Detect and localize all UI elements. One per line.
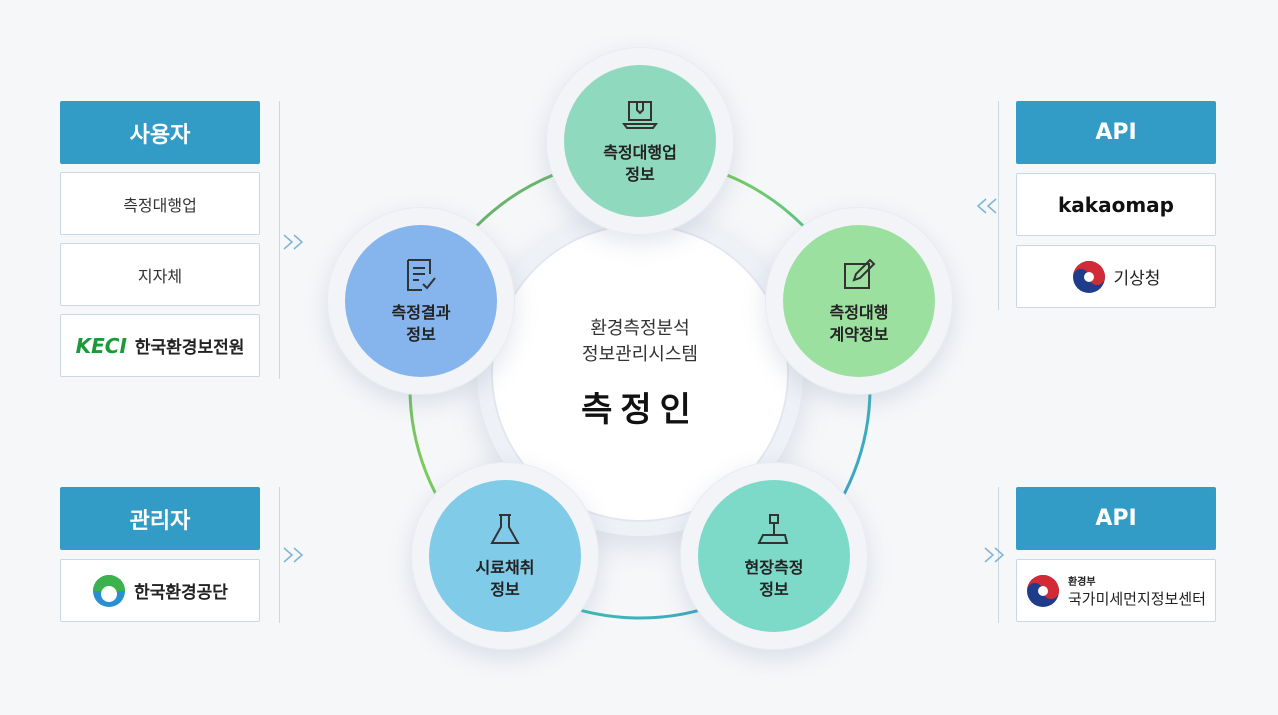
api-bottom-title: API bbox=[1095, 506, 1137, 531]
users-item-keci: KECI 한국환경보전원 bbox=[60, 314, 260, 377]
node-sampling-label: 시료채취 정보 bbox=[475, 558, 535, 599]
node-result-info-label: 측정결과 정보 bbox=[391, 303, 451, 344]
node-sampling-fill: 시료채취 정보 bbox=[429, 480, 581, 632]
ministry-label: 환경부 bbox=[1067, 576, 1096, 588]
users-item-agency-label: 측정대행업 bbox=[123, 195, 197, 215]
laptop-icon bbox=[622, 101, 658, 129]
admin-panel-divider bbox=[279, 487, 280, 623]
node-field-measure-fill: 현장측정 정보 bbox=[698, 480, 850, 632]
node-contract-info-label: 측정대행 계약정보 bbox=[829, 303, 889, 344]
api-top-header: API bbox=[1016, 101, 1216, 164]
taegeuk-logo-icon bbox=[1026, 574, 1059, 607]
node-agency-info-label: 측정대행업 정보 bbox=[603, 143, 677, 184]
users-item-local-gov: 지자체 bbox=[60, 243, 260, 306]
chevron-right-icon bbox=[283, 547, 304, 563]
node-agency-info: 측정대행업 정보 bbox=[546, 47, 734, 235]
users-panel-title: 사용자 bbox=[129, 122, 191, 148]
keco-name: 한국환경공단 bbox=[134, 583, 228, 603]
admin-panel-title: 관리자 bbox=[129, 508, 191, 534]
keco-logo-icon bbox=[93, 574, 126, 607]
center-subtitle-line2: 정보관리시스템 bbox=[582, 343, 698, 365]
api-top-title: API bbox=[1095, 120, 1137, 145]
node-sampling: 시료채취 정보 bbox=[411, 462, 599, 650]
center-subtitle-line1: 환경측정분석 bbox=[590, 317, 690, 339]
chevron-right-icon bbox=[283, 234, 304, 250]
api-bottom-divider bbox=[998, 487, 999, 623]
api-item-kakaomap: kakaomap bbox=[1016, 173, 1216, 236]
node-result-info: 측정결과 정보 bbox=[327, 207, 515, 395]
taegeuk-logo-icon bbox=[1072, 260, 1105, 293]
chevron-right-icon bbox=[984, 547, 1005, 563]
users-item-local-gov-label: 지자체 bbox=[137, 266, 183, 286]
api-item-kma: 기상청 bbox=[1016, 245, 1216, 308]
node-agency-info-fill: 측정대행업 정보 bbox=[564, 65, 716, 217]
field-measure-icon bbox=[757, 514, 789, 544]
chevron-left-icon bbox=[976, 198, 997, 214]
edit-icon bbox=[844, 258, 876, 289]
node-contract-info: 측정대행 계약정보 bbox=[765, 207, 953, 395]
node-contract-info-fill: 측정대행 계약정보 bbox=[783, 225, 935, 377]
node-field-measure-label: 현장측정 정보 bbox=[744, 558, 804, 599]
air-quality-center-name: 국가미세먼지정보센터 bbox=[1067, 589, 1206, 608]
kma-name: 기상청 bbox=[1113, 269, 1161, 289]
kakaomap-logo: kakaomap bbox=[1058, 192, 1174, 217]
node-result-info-fill: 측정결과 정보 bbox=[345, 225, 497, 377]
keci-name: 한국환경보전원 bbox=[134, 338, 245, 358]
node-field-measure: 현장측정 정보 bbox=[680, 462, 868, 650]
admin-panel-header: 관리자 bbox=[60, 487, 260, 550]
center-title: 측정인 bbox=[581, 389, 699, 430]
api-item-air-quality-center: 환경부 국가미세먼지정보센터 bbox=[1016, 559, 1216, 622]
flask-icon bbox=[490, 514, 520, 544]
keci-logo: KECI bbox=[75, 333, 127, 358]
api-bottom-header: API bbox=[1016, 487, 1216, 550]
users-panel-divider bbox=[279, 101, 280, 379]
document-check-icon bbox=[407, 259, 436, 291]
users-item-agency: 측정대행업 bbox=[60, 172, 260, 235]
users-panel-header: 사용자 bbox=[60, 101, 260, 164]
api-top-divider bbox=[998, 101, 999, 310]
admin-item-keco: 한국환경공단 bbox=[60, 559, 260, 622]
